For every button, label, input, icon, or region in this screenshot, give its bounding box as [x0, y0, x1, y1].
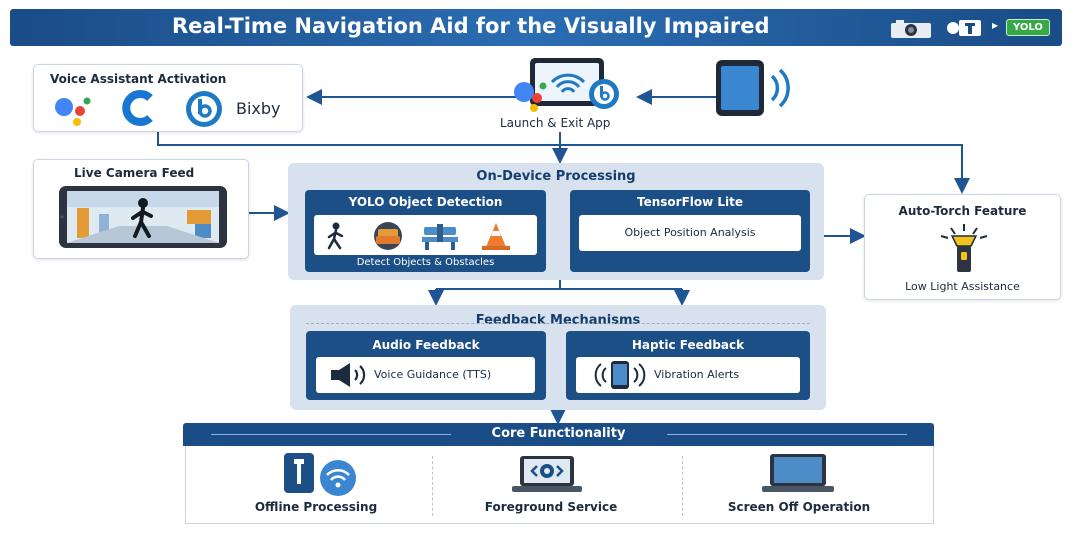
yolo-objects-strip [314, 215, 537, 255]
processing-title: On-Device Processing [476, 169, 636, 184]
haptic-title: Haptic Feedback [631, 338, 745, 352]
tensorflow-icon [947, 18, 983, 38]
audio-feedback-box: Audio Feedback Voice Guidance (TTS) [306, 331, 546, 400]
pedestrian-icon [327, 222, 344, 250]
launch-exit-label: Launch & Exit App [500, 116, 611, 130]
tflite-caption: Object Position Analysis [624, 226, 756, 239]
audio-inner: Voice Guidance (TTS) [316, 357, 535, 393]
voice-assistant-title: Voice Assistant Activation [50, 72, 227, 86]
phone-signal-icon [712, 58, 800, 118]
wifi-chip-icon [282, 451, 358, 497]
camera-feed-card: Live Camera Feed [33, 159, 249, 259]
core-functionality-header: Core Functionality [183, 423, 934, 446]
camera-feed-title: Live Camera Feed [74, 166, 195, 180]
feedback-title: Feedback Mechanisms [475, 313, 641, 328]
gear-laptop-icon [510, 454, 584, 494]
speaker-icon [330, 362, 370, 388]
tflite-title: TensorFlow Lite [636, 195, 744, 209]
audio-title: Audio Feedback [372, 338, 480, 352]
haptic-inner: Vibration Alerts [576, 357, 800, 393]
tablet-wifi-icon [512, 56, 622, 114]
auto-torch-title: Auto-Torch Feature [898, 204, 1027, 218]
yolo-title: YOLO Object Detection [348, 195, 503, 209]
traffic-cone-icon [482, 223, 510, 250]
yolo-detection-box: YOLO Object Detection [305, 190, 546, 272]
audio-caption: Voice Guidance (TTS) [374, 368, 492, 381]
auto-torch-card: Auto-Torch Feature Low Light Assistance [864, 194, 1061, 300]
haptic-caption: Vibration Alerts [654, 368, 740, 381]
haptic-feedback-box: Haptic Feedback Vibration Alerts [566, 331, 810, 400]
auto-torch-caption: Low Light Assistance [905, 280, 1020, 293]
yolo-badge: YOLO [1006, 19, 1050, 36]
line-voice-to-processing [157, 132, 560, 146]
tflite-box: TensorFlow Lite Object Position Analysis [570, 190, 810, 272]
google-assistant-icon [52, 91, 96, 127]
cortana-icon [120, 89, 158, 127]
bench-icon [422, 224, 458, 250]
page-title: Real-Time Navigation Aid for the Visuall… [172, 14, 770, 38]
walking-person-icon [59, 186, 227, 248]
object-icons [324, 221, 524, 251]
vibrating-phone-icon [594, 360, 648, 390]
voice-assistant-card: Voice Assistant Activation Bixby [33, 64, 303, 132]
laptop-icon [760, 452, 836, 494]
core-item-foreground: Foreground Service [484, 500, 618, 514]
bixby-label: Bixby [236, 99, 281, 118]
core-title: Core Functionality [491, 426, 626, 441]
core-item-screen-off: Screen Off Operation [727, 500, 871, 514]
title-bar: Real-Time Navigation Aid for the Visuall… [10, 9, 1062, 46]
feedback-divider [306, 323, 810, 324]
bixby-icon [184, 89, 224, 129]
chevron-right-icon: ▸ [992, 18, 999, 32]
yolo-caption: Detect Objects & Obstacles [356, 257, 495, 268]
core-item-offline: Offline Processing [254, 500, 378, 514]
flashlight-icon [939, 222, 989, 274]
chair-icon [374, 222, 402, 250]
arrow-to-torch [560, 144, 970, 194]
camera-icon [890, 19, 932, 39]
tflite-inner: Object Position Analysis [579, 215, 801, 251]
